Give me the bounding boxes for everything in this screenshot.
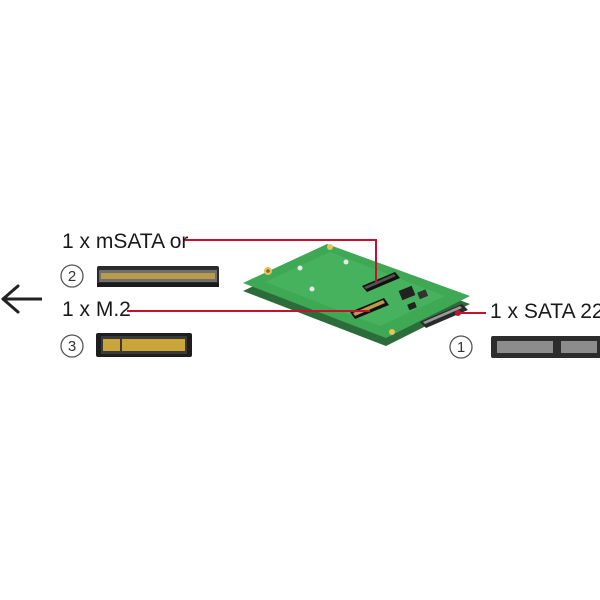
msata-connector-image bbox=[97, 266, 219, 287]
marker-2: 2 bbox=[60, 264, 84, 288]
callout-line-msata bbox=[185, 239, 377, 282]
label-sata: 1 x SATA 22 bbox=[490, 300, 600, 323]
label-m2: 1 x M.2 bbox=[62, 298, 131, 321]
adapter-board-image bbox=[243, 244, 470, 346]
sata-connector-image bbox=[491, 336, 600, 358]
marker-2-number: 2 bbox=[68, 268, 76, 285]
label-msata: 1 x mSATA or bbox=[62, 230, 188, 253]
marker-3-number: 3 bbox=[68, 338, 76, 355]
m2-connector-image bbox=[96, 333, 192, 357]
callout-line-sata bbox=[455, 310, 486, 316]
marker-1: 1 bbox=[449, 335, 473, 359]
marker-1-number: 1 bbox=[457, 339, 465, 356]
arrow-left-icon bbox=[1, 284, 42, 314]
marker-3: 3 bbox=[60, 334, 84, 358]
